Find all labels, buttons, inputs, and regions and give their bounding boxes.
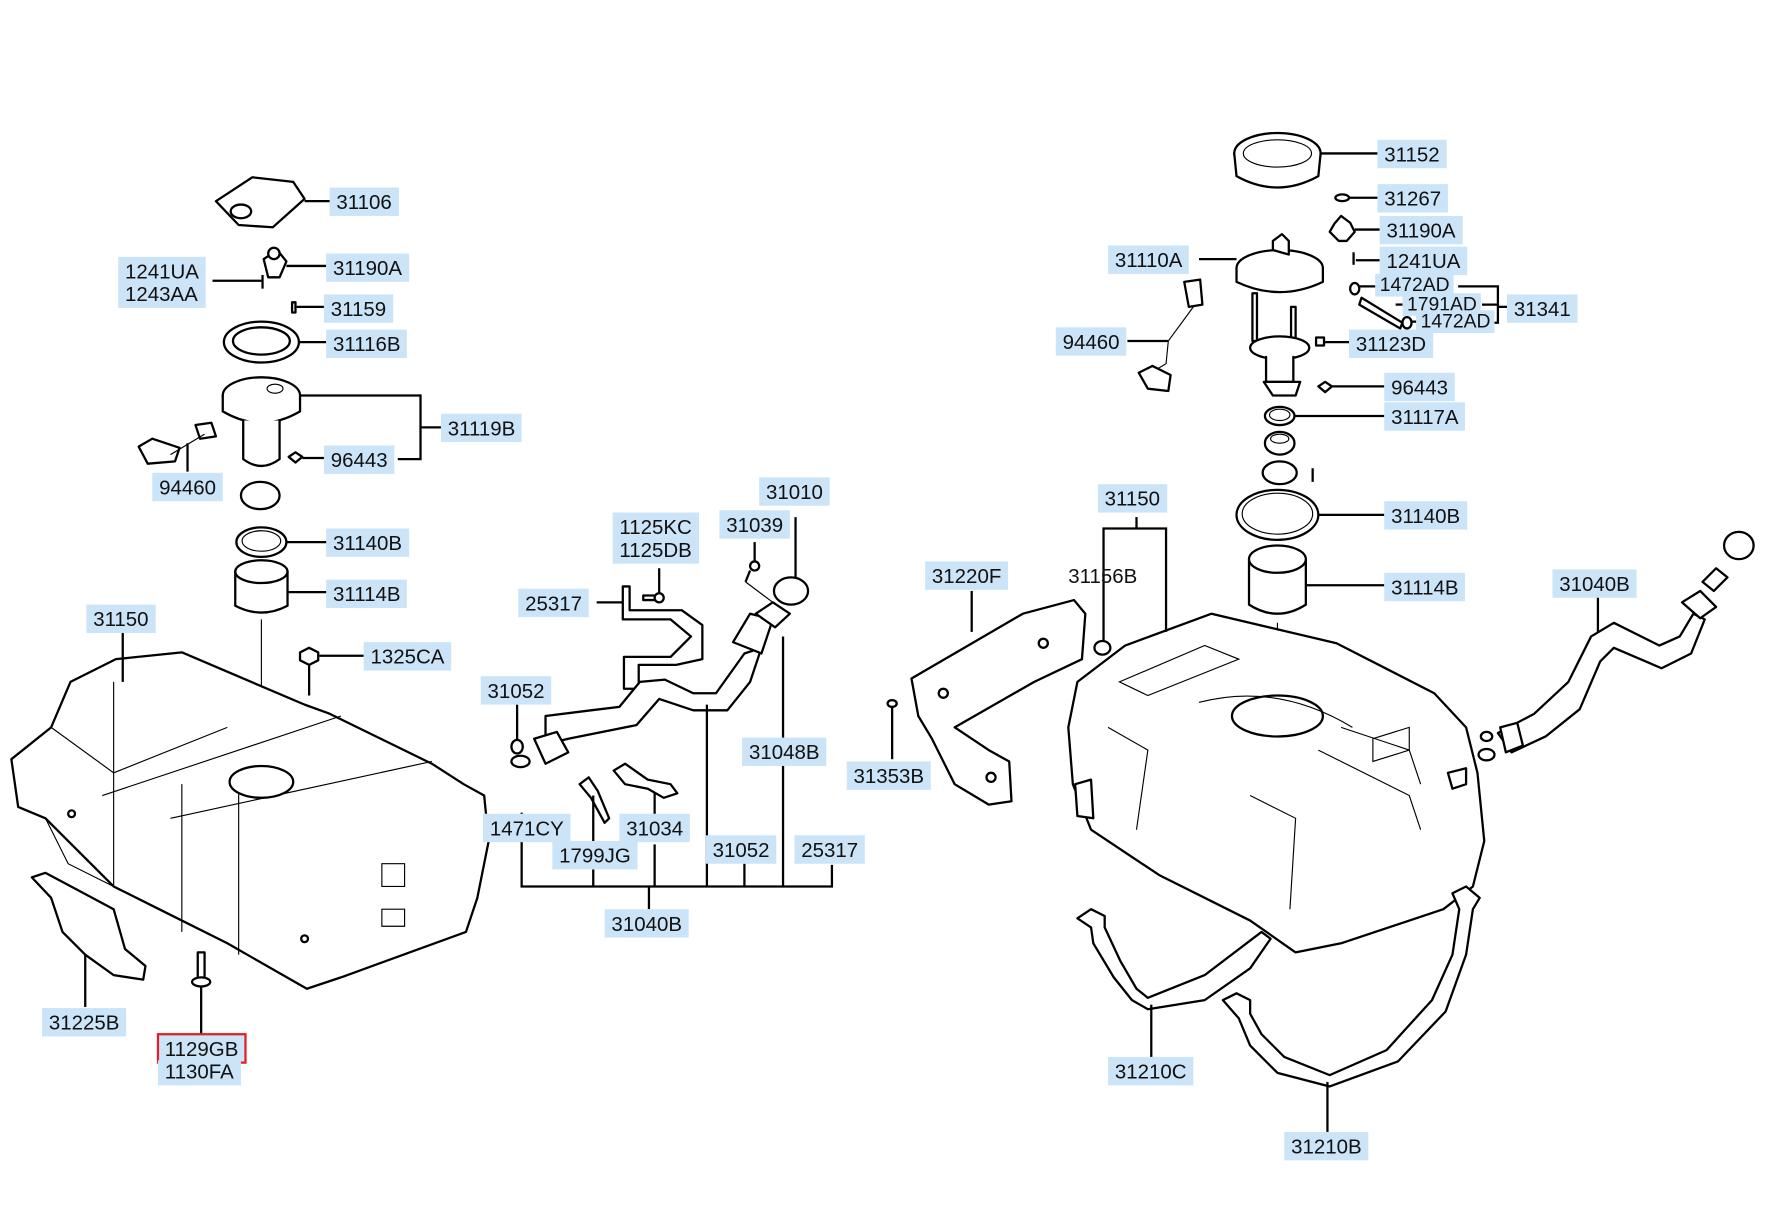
part-label-31123D[interactable]: 31123D — [1349, 329, 1433, 358]
right-ring-31140B — [1235, 488, 1320, 541]
middle-bracket-31220F — [910, 598, 1087, 806]
right-lock-ring-31152 — [1233, 131, 1322, 189]
part-label-1130FA[interactable]: 1130FA — [157, 1060, 241, 1086]
left-heat-shield-31225B — [30, 871, 147, 981]
part-label-31040B-assembly[interactable]: 31040B — [604, 909, 689, 938]
part-label-31159[interactable]: 31159 — [323, 294, 393, 323]
part-label-31140B[interactable]: 31140B — [326, 528, 409, 557]
right-float-94460 — [1137, 278, 1204, 393]
part-label-94460[interactable]: 94460 — [152, 472, 223, 502]
part-label-1472AD-top[interactable]: 1472AD — [1375, 273, 1455, 297]
middle-clip-31034 — [612, 762, 679, 799]
part-label-94460-right[interactable]: 94460 — [1055, 327, 1127, 356]
part-label-31150[interactable]: 31150 — [86, 604, 156, 634]
part-label-1471CY[interactable]: 1471CY — [483, 813, 571, 843]
part-label-31156B[interactable]: 31156B — [1068, 564, 1138, 588]
part-label-1243AA[interactable]: 1243AA — [125, 282, 198, 306]
left-nut-96443 — [287, 451, 304, 464]
left-filter-31114B — [234, 559, 289, 614]
right-clip-31123D — [1314, 336, 1326, 347]
part-label-31220F[interactable]: 31220F — [925, 561, 1009, 590]
left-fuel-sender-31119B — [221, 376, 302, 468]
left-float-94460 — [137, 421, 218, 465]
part-label-31225B[interactable]: 31225B — [42, 1008, 127, 1037]
part-label-31190A[interactable]: 31190A — [326, 253, 409, 282]
right-connector-31190A — [1328, 214, 1356, 243]
part-label-1472AD-bottom[interactable]: 1472AD — [1416, 310, 1495, 333]
part-label-1125KC[interactable]: 1125KC — [619, 515, 692, 539]
right-strap-31210C — [1076, 908, 1272, 1011]
part-label-31267[interactable]: 31267 — [1377, 184, 1448, 213]
part-label-25317-bracket[interactable]: 25317 — [518, 588, 589, 618]
right-nut-96443 — [1317, 380, 1334, 394]
part-label-31210B[interactable]: 31210B — [1284, 1131, 1369, 1161]
part-label-31117A[interactable]: 31117A — [1384, 402, 1466, 431]
right-fuel-tank-31150 — [1067, 612, 1486, 954]
part-label-31150-right[interactable]: 31150 — [1097, 484, 1167, 513]
middle-screw-31039 — [744, 560, 761, 583]
part-label-31116B[interactable]: 31116B — [326, 329, 408, 358]
part-label-31034[interactable]: 31034 — [619, 813, 690, 843]
right-cup — [1263, 430, 1296, 456]
middle-bolt-1125KC — [642, 592, 665, 604]
left-gasket-31116B — [222, 320, 301, 364]
right-filter-31114B — [1247, 544, 1307, 615]
part-label-31052-assembly[interactable]: 31052 — [705, 835, 777, 864]
left-access-cover — [214, 176, 306, 229]
right-oring — [1261, 460, 1314, 486]
part-label-1125DB[interactable]: 1125DB — [619, 538, 692, 562]
middle-bracket-25317 — [621, 585, 704, 690]
part-label-31052-clamp[interactable]: 31052 — [480, 676, 552, 705]
right-clamp — [1477, 730, 1496, 762]
middle-hose-clamp-1471CY — [510, 754, 531, 769]
left-connector-31190A — [261, 246, 288, 289]
part-label-31106[interactable]: 31106 — [329, 187, 399, 216]
middle-filler-neck-31040B — [533, 601, 792, 765]
right-oring-31267 — [1334, 193, 1351, 203]
middle-tie-1799JG — [578, 776, 611, 824]
middle-clip-31353B — [886, 698, 898, 709]
right-grommet-31156B — [1093, 639, 1112, 656]
part-label-31040B-right[interactable]: 31040B — [1552, 569, 1637, 598]
part-label-1129GB-selected[interactable]: 1129GB — [156, 1033, 247, 1064]
left-nut-1325CA — [298, 646, 320, 666]
part-label-31190A-right[interactable]: 31190A — [1379, 215, 1463, 245]
part-label-31152[interactable]: 31152 — [1377, 139, 1447, 169]
part-label-31119B[interactable]: 31119B — [440, 413, 523, 443]
part-label-96443[interactable]: 96443 — [323, 445, 395, 474]
left-screw-31159 — [290, 301, 297, 314]
part-label-31210C[interactable]: 31210C — [1108, 1056, 1194, 1086]
part-label-31140B-right[interactable]: 31140B — [1384, 501, 1467, 530]
part-label-1241UA-1243AA[interactable]: 1241UA 1243AA — [118, 256, 206, 308]
middle-fuel-cap-31010 — [772, 576, 810, 606]
part-label-1325CA[interactable]: 1325CA — [363, 642, 452, 671]
left-cap — [239, 480, 281, 511]
part-label-1241UA[interactable]: 1241UA — [125, 260, 199, 283]
left-bolt-1129GB — [190, 951, 212, 988]
right-strap-31210B — [1221, 885, 1481, 1088]
part-label-31010[interactable]: 31010 — [759, 477, 830, 506]
part-label-31039[interactable]: 31039 — [719, 510, 790, 539]
middle-clamp-31052 — [510, 738, 524, 755]
part-label-31048B[interactable]: 31048B — [742, 737, 827, 767]
part-label-96443-right[interactable]: 96443 — [1384, 372, 1455, 402]
part-label-1125KC-1125DB[interactable]: 1125KC 1125DB — [612, 512, 699, 564]
part-label-31114B[interactable]: 31114B — [326, 579, 408, 609]
left-ring-31140B — [235, 526, 288, 559]
part-label-31341[interactable]: 31341 — [1506, 294, 1578, 323]
part-label-1241UA-right[interactable]: 1241UA — [1379, 246, 1468, 276]
part-label-31353B[interactable]: 31353B — [846, 761, 931, 790]
right-filler-neck-31040B — [1496, 530, 1755, 754]
part-label-31114B-right[interactable]: 31114B — [1384, 572, 1466, 602]
right-fuel-pump-31110A — [1235, 232, 1325, 397]
right-seal-31117A — [1263, 405, 1296, 427]
left-fuel-tank-31150 — [10, 651, 490, 990]
part-label-25317-assembly[interactable]: 25317 — [794, 835, 865, 864]
part-label-31110A[interactable]: 31110A — [1108, 245, 1190, 274]
right-seal-1472AD — [1349, 281, 1413, 330]
part-label-1799JG[interactable]: 1799JG — [552, 841, 638, 870]
